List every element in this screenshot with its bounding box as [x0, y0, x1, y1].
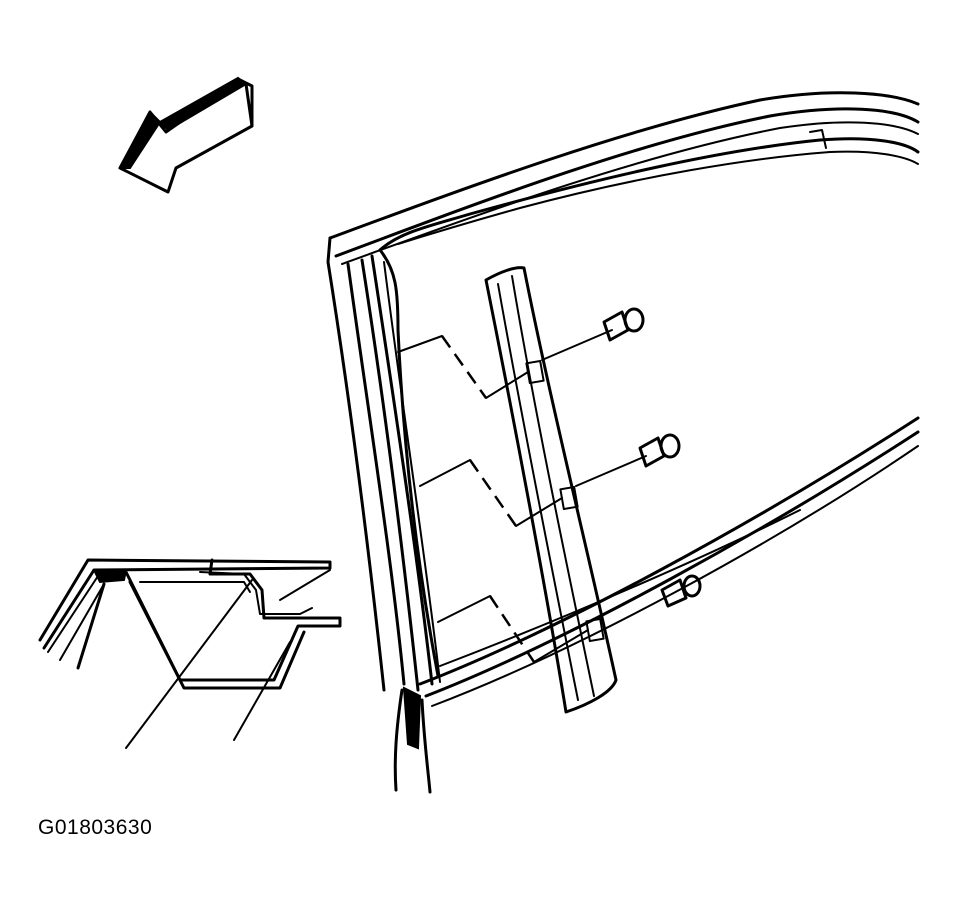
molding-applique — [484, 266, 618, 714]
figure-id-label: G01803630 — [38, 816, 153, 839]
alignment-leaders — [397, 335, 589, 663]
front-direction-arrow-icon — [118, 76, 254, 194]
screw-upper-icon — [541, 307, 645, 361]
screw-belt-icon — [660, 574, 702, 608]
section-detail-view — [38, 558, 342, 749]
door-frame — [326, 91, 920, 794]
screw-lower-icon — [575, 433, 681, 487]
